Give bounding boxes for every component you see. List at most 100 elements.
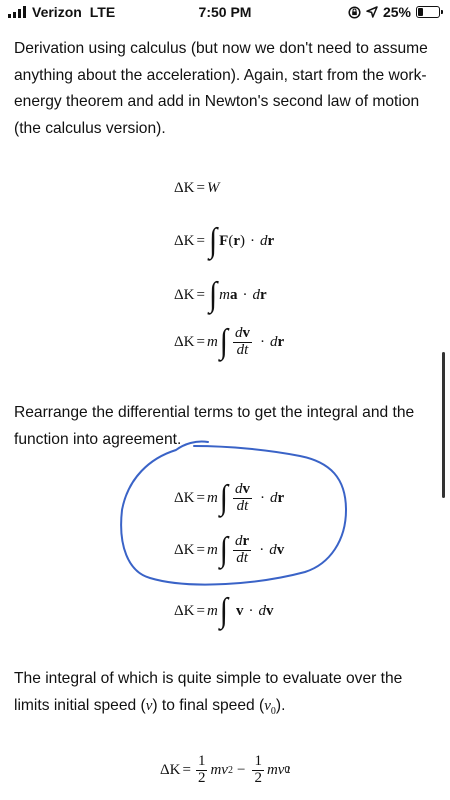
delta-k: ΔK (174, 286, 195, 303)
battery-icon (416, 6, 443, 18)
location-arrow-icon (366, 6, 378, 18)
differential-d: d (235, 325, 243, 341)
square-exponent: 2 (227, 764, 233, 776)
differential-d: d (260, 232, 268, 249)
differential-d: d (235, 481, 243, 497)
fraction-denominator: dt (235, 497, 251, 515)
position-symbol: r (233, 232, 241, 249)
position-symbol: r (277, 333, 285, 350)
dot-operator: · (242, 286, 248, 303)
delta-k: ΔK (174, 541, 195, 558)
velocity-symbol: v (221, 761, 228, 778)
equals-sign: = (196, 602, 205, 619)
mass-symbol: m (206, 541, 218, 558)
delta-k: ΔK (174, 180, 195, 196)
differential-d: d (258, 602, 267, 619)
differential-d: d (236, 341, 245, 358)
fraction-dr-dt: dr dt (233, 533, 252, 567)
status-time: 7:50 PM (198, 4, 252, 20)
equation-1: ΔK = W (174, 180, 219, 197)
position-symbol: r (277, 489, 285, 506)
mass-symbol: m (219, 286, 231, 303)
fraction-one-half: 1 2 (195, 753, 208, 787)
fraction-numerator: 1 (252, 753, 264, 771)
equals-sign: = (196, 333, 205, 350)
differential-d: d (236, 549, 244, 566)
mass-symbol: m (206, 602, 218, 619)
fraction-numerator: dr (233, 533, 252, 551)
limits-text-start: The integral of which is quite simple to… (14, 670, 403, 714)
delta-k: ΔK (174, 232, 195, 249)
equals-sign: = (196, 541, 205, 558)
fraction-denominator: 2 (197, 769, 206, 786)
differential-d: d (235, 533, 243, 549)
network-type: LTE (89, 4, 116, 20)
equals-sign: = (196, 180, 205, 196)
screen-lock-icon (348, 5, 361, 19)
equals-sign: = (196, 286, 205, 303)
scroll-indicator[interactable] (442, 352, 445, 498)
status-bar: Verizon LTE 7:50 PM 25% (0, 0, 450, 24)
mass-symbol: m (266, 761, 278, 778)
integral-sign: ∫ (208, 275, 218, 314)
limits-text-mid: ) to final speed ( (152, 696, 265, 714)
integral-sign: ∫ (219, 530, 229, 569)
limits-paragraph: The integral of which is quite simple to… (14, 666, 429, 725)
differential-d: d (270, 489, 278, 506)
velocity-symbol: v (242, 325, 251, 341)
final-speed-symbol: v (264, 697, 271, 714)
velocity-symbol: v (276, 541, 285, 558)
carrier-name: Verizon (32, 4, 82, 20)
fraction-numerator: 1 (195, 753, 208, 771)
battery-fill (418, 8, 423, 16)
limits-text-end: ). (275, 696, 286, 714)
position-symbol: r (267, 232, 275, 249)
integral-sign: ∫ (208, 221, 218, 260)
left-paren: ( (228, 232, 234, 249)
position-symbol: r (260, 286, 267, 303)
equals-sign: = (196, 232, 205, 249)
fraction-numerator: dv (233, 481, 253, 499)
time-symbol: t (243, 549, 248, 566)
position-symbol: r (242, 533, 250, 549)
initial-speed-symbol: v (145, 697, 153, 714)
velocity-subscript: 0 (284, 764, 290, 776)
status-right: 25% (348, 4, 443, 20)
fraction-denominator: dt (234, 549, 250, 567)
acceleration-symbol: a (230, 286, 238, 303)
dot-operator: · (260, 489, 266, 506)
work-symbol: W (206, 180, 220, 196)
delta-k: ΔK (160, 761, 181, 778)
dot-operator: · (250, 232, 256, 249)
delta-k: ΔK (174, 333, 195, 350)
fraction-denominator: dt (235, 341, 251, 359)
integral-sign: ∫ (219, 322, 229, 361)
dot-operator: · (248, 602, 254, 619)
velocity-symbol: v (242, 481, 251, 497)
time-symbol: t (244, 497, 249, 514)
mass-symbol: m (206, 333, 218, 350)
integral-sign: ∫ (219, 478, 229, 517)
dot-operator: · (259, 541, 265, 558)
velocity-symbol: v (277, 761, 285, 778)
velocity-symbol: v (236, 602, 244, 619)
differential-d: d (270, 333, 278, 350)
intro-paragraph: Derivation using calculus (but now we do… (14, 40, 428, 137)
delta-k: ΔK (174, 602, 195, 619)
mass-symbol: m (210, 761, 222, 778)
differential-d: d (269, 541, 277, 558)
delta-k: ΔK (174, 489, 195, 506)
fraction-denominator: 2 (254, 769, 262, 786)
dot-operator: · (260, 333, 266, 350)
velocity-symbol: v (266, 602, 274, 619)
fraction-numerator: dv (233, 325, 253, 343)
minus-sign: − (236, 761, 246, 778)
battery-percent: 25% (382, 4, 411, 20)
force-symbol: F (219, 232, 229, 249)
